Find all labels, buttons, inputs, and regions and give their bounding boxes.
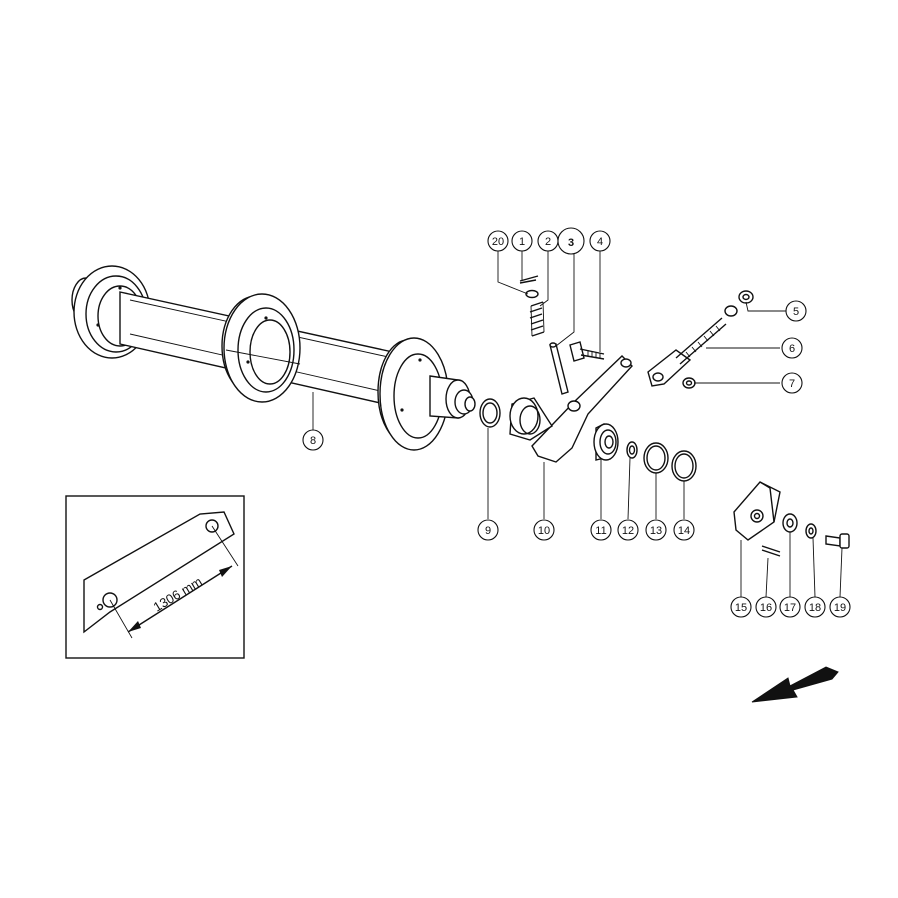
callout-1[interactable]: 1 bbox=[511, 230, 533, 252]
svg-text:2: 2 bbox=[545, 236, 551, 248]
leader-lines bbox=[312, 251, 843, 598]
middle-pulley bbox=[221, 293, 301, 403]
washer-12 bbox=[626, 441, 638, 459]
callout-4[interactable]: 4 bbox=[589, 230, 611, 252]
callout-11[interactable]: 11 bbox=[590, 519, 612, 541]
ring-13 bbox=[643, 442, 669, 474]
callout-18[interactable]: 18 bbox=[804, 596, 826, 618]
callout-12[interactable]: 12 bbox=[617, 519, 639, 541]
svg-text:6: 6 bbox=[789, 343, 795, 355]
callout-19[interactable]: 19 bbox=[829, 596, 851, 618]
svg-text:16: 16 bbox=[760, 602, 772, 614]
callout-13[interactable]: 13 bbox=[645, 519, 667, 541]
callout-16[interactable]: 16 bbox=[755, 596, 777, 618]
svg-text:3: 3 bbox=[568, 237, 574, 249]
svg-text:7: 7 bbox=[789, 378, 795, 390]
shaft-hub bbox=[429, 375, 476, 419]
bolt-part-4 bbox=[569, 341, 605, 362]
tension-arm-bracket bbox=[509, 355, 633, 463]
callout-2[interactable]: 2 bbox=[537, 230, 559, 252]
callout-20[interactable]: 20 bbox=[487, 230, 509, 252]
svg-text:20: 20 bbox=[492, 236, 504, 248]
right-pulley bbox=[377, 337, 449, 451]
svg-text:11: 11 bbox=[595, 525, 606, 537]
callout-15[interactable]: 15 bbox=[730, 596, 752, 618]
svg-text:5: 5 bbox=[793, 306, 799, 318]
spring-coil bbox=[529, 301, 545, 337]
svg-text:13: 13 bbox=[650, 525, 662, 537]
callout-3[interactable]: 3 bbox=[557, 227, 585, 255]
block-assembly bbox=[733, 481, 850, 557]
svg-text:4: 4 bbox=[597, 236, 603, 248]
svg-text:17: 17 bbox=[784, 602, 796, 614]
callout-5[interactable]: 5 bbox=[785, 300, 807, 322]
callout-9[interactable]: 9 bbox=[477, 519, 499, 541]
callout-6[interactable]: 6 bbox=[781, 337, 803, 359]
callout-17[interactable]: 17 bbox=[779, 596, 801, 618]
callout-8[interactable]: 8 bbox=[302, 429, 324, 451]
svg-text:18: 18 bbox=[809, 602, 821, 614]
callout-7[interactable]: 7 bbox=[781, 372, 803, 394]
circlip-14 bbox=[671, 450, 697, 482]
adjuster-assembly bbox=[647, 290, 754, 389]
svg-text:14: 14 bbox=[678, 525, 690, 537]
svg-text:8: 8 bbox=[310, 435, 316, 447]
rod-pin bbox=[549, 342, 569, 395]
inset-detail: 1306 mm bbox=[65, 495, 245, 659]
callout-10[interactable]: 10 bbox=[533, 519, 555, 541]
bearing-11 bbox=[593, 423, 619, 461]
direction-arrow-icon bbox=[751, 666, 839, 703]
shaft-assembly bbox=[71, 265, 476, 451]
circlip-9 bbox=[479, 398, 501, 428]
svg-text:19: 19 bbox=[834, 602, 846, 614]
svg-text:9: 9 bbox=[485, 525, 491, 537]
callout-14[interactable]: 14 bbox=[673, 519, 695, 541]
pin-split bbox=[519, 275, 539, 299]
svg-text:1: 1 bbox=[519, 236, 525, 248]
svg-text:10: 10 bbox=[538, 525, 550, 537]
svg-text:15: 15 bbox=[735, 602, 747, 614]
callout-bubbles: 20 1 2 3 4 5 6 7 bbox=[302, 227, 851, 618]
svg-text:12: 12 bbox=[622, 525, 634, 537]
